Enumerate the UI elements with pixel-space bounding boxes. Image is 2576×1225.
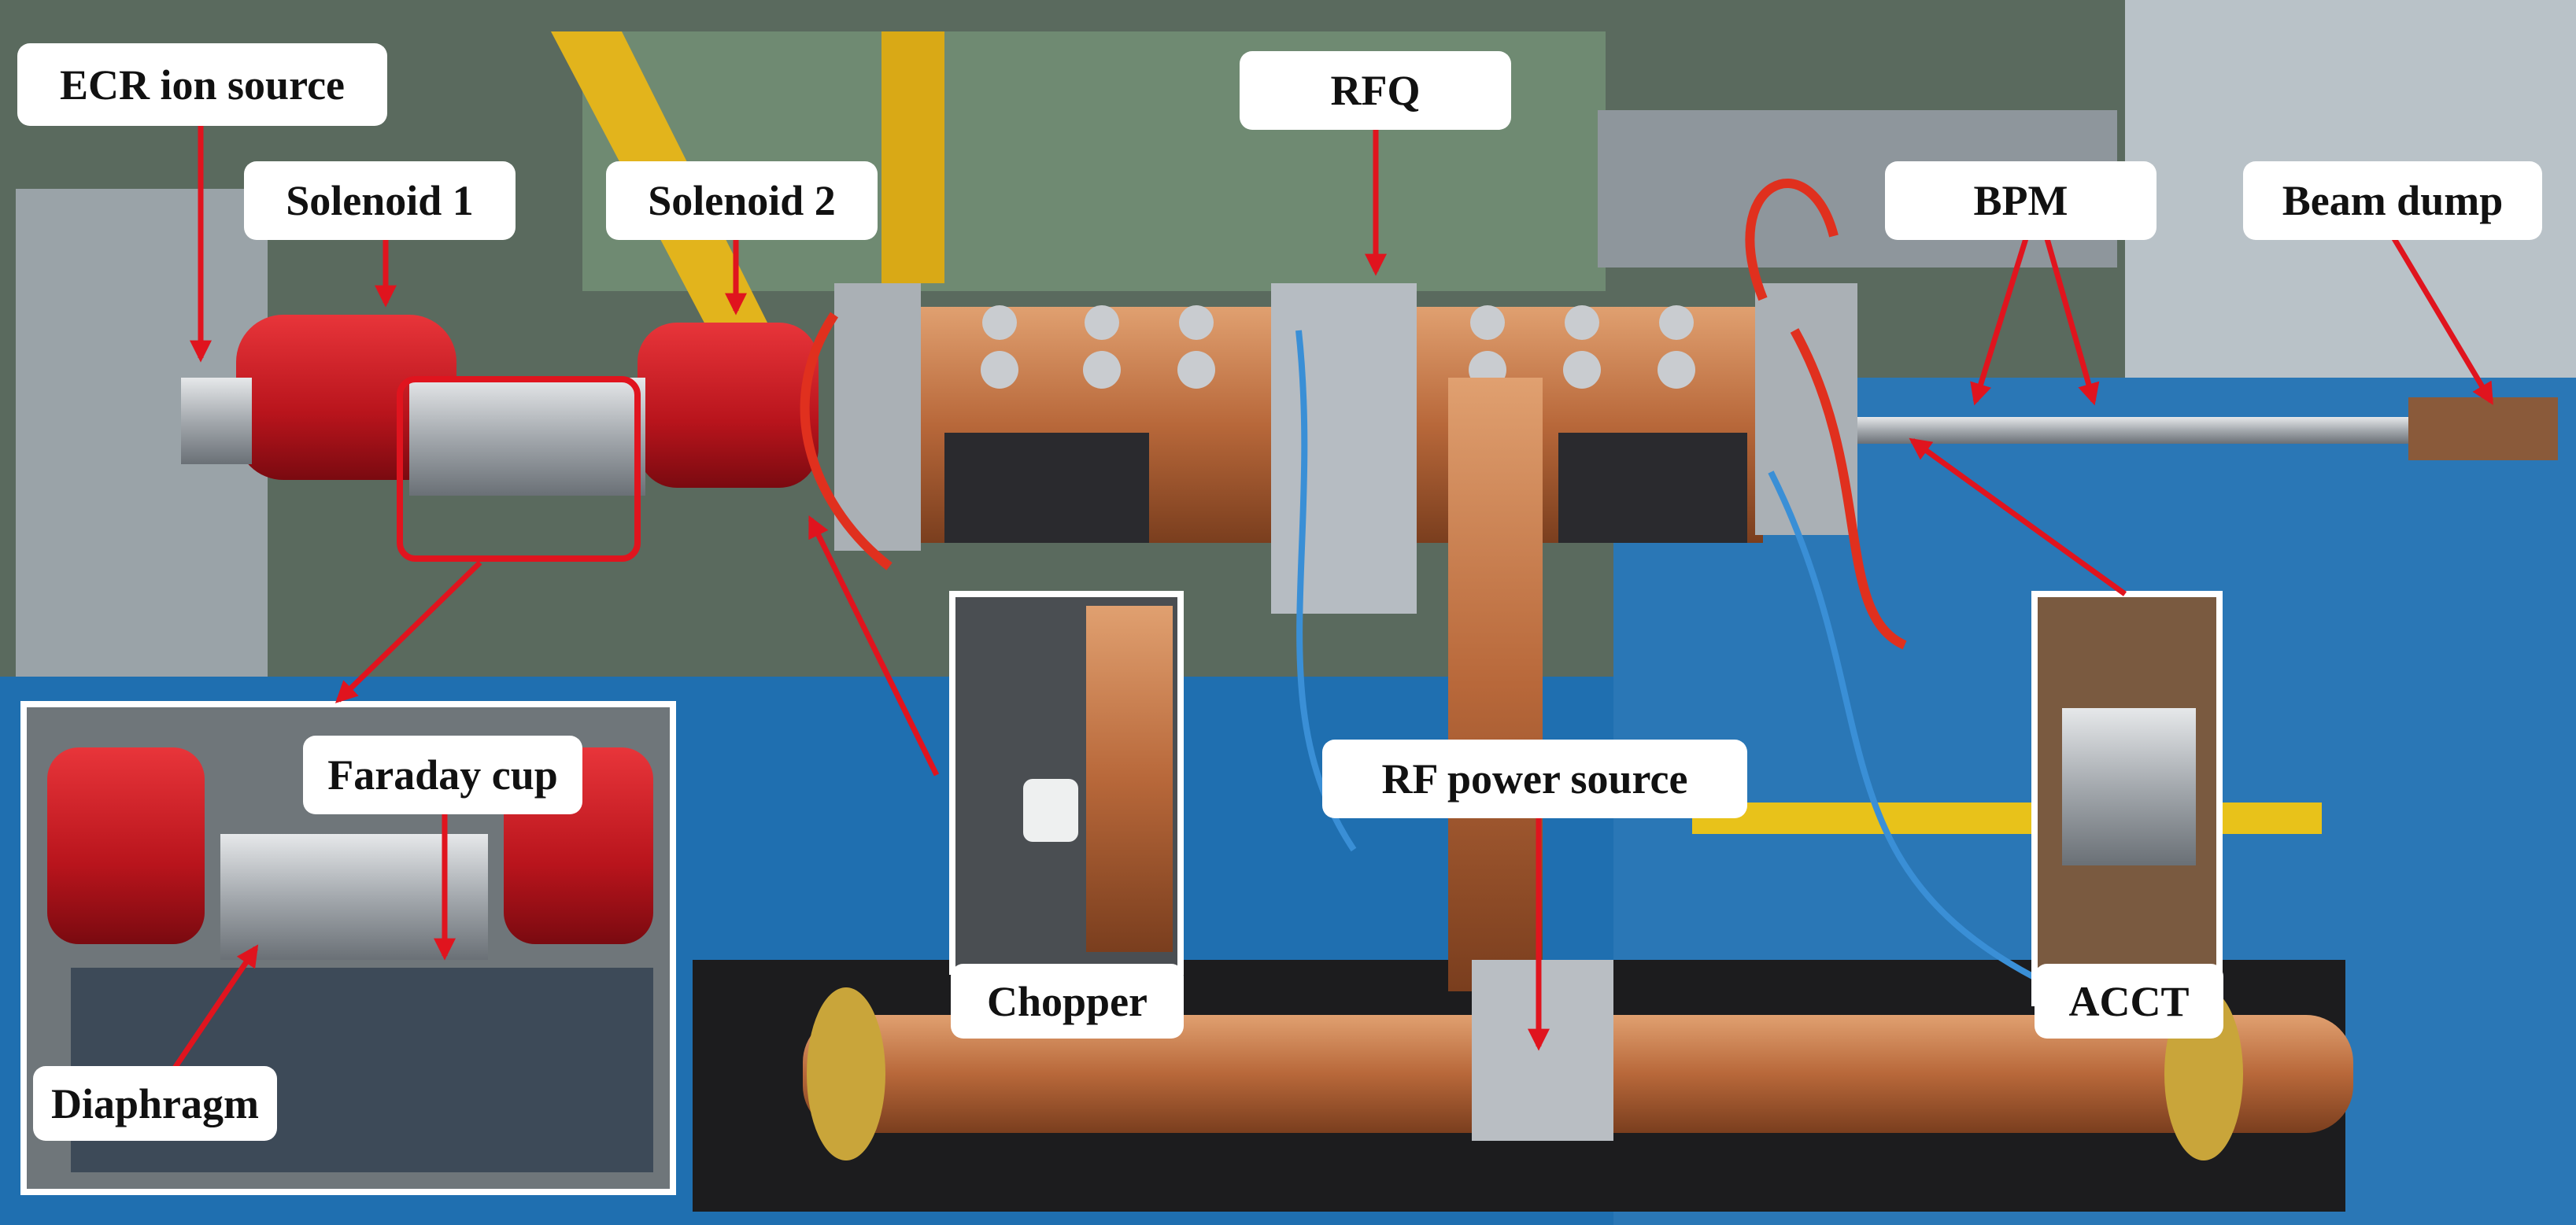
label-solenoid-2: Solenoid 2 — [606, 161, 878, 240]
label-rf-power-source: RF power source — [1322, 740, 1747, 818]
yellow-post — [881, 31, 944, 283]
rfq-window-right — [1558, 433, 1747, 543]
rf-coupler-block — [1472, 960, 1613, 1141]
ecr-pipe — [181, 378, 252, 464]
rfq-end-flange-left — [834, 283, 921, 551]
annotation-arrows — [155, 126, 2494, 1095]
rfq-window-left — [944, 433, 1149, 543]
beam-dump-body — [2408, 397, 2558, 460]
label-beam-dump: Beam dump — [2243, 161, 2542, 240]
solenoid-2-body — [638, 323, 819, 488]
inset-chopper-copper — [1086, 606, 1173, 952]
label-faraday-cup: Faraday cup — [303, 736, 582, 814]
rf-flange-left — [807, 987, 885, 1160]
rf-vertical-pipe — [1448, 378, 1543, 991]
label-ecr-ion-source: ECR ion source — [17, 43, 387, 126]
mebt-beam-pipe — [1857, 417, 2503, 444]
label-chopper: Chopper — [951, 964, 1184, 1039]
diagnostic-highlight-box — [397, 376, 641, 562]
inset-acct-ring — [2062, 708, 2196, 865]
label-rfq: RFQ — [1240, 51, 1511, 130]
rfq-end-flange-right — [1755, 283, 1857, 535]
label-diaphragm: Diaphragm — [33, 1066, 277, 1141]
inset-red-solenoid-left — [47, 747, 205, 944]
rfq-tuners — [981, 305, 1695, 389]
red-hoses — [800, 179, 1907, 650]
inset-chopper-cylinder — [1023, 779, 1078, 842]
rfq-coupler — [1271, 283, 1417, 614]
label-bpm: BPM — [1885, 161, 2157, 240]
label-acct: ACCT — [2035, 964, 2223, 1039]
label-solenoid-1: Solenoid 1 — [244, 161, 516, 240]
inset-chamber — [220, 834, 488, 960]
diagnostic-chamber — [409, 378, 645, 496]
yellow-stripe — [1692, 803, 2322, 834]
